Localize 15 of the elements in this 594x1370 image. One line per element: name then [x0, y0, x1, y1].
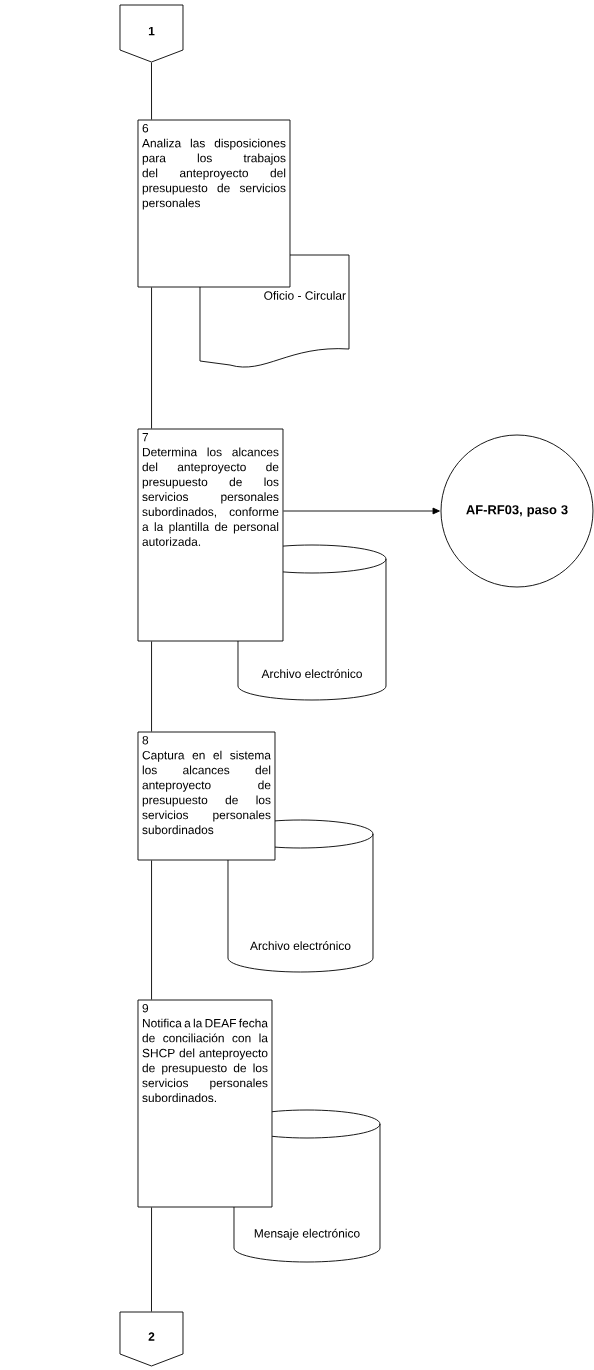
connector-line — [151, 287, 152, 429]
process-box: 9 Notifica a la DEAF fecha de conciliación con la SHCP del anteproyecto de presupuesto de los servicios personales subordinados. — [137, 999, 273, 1208]
connector-line — [151, 62, 152, 120]
offpage-connector: 1 — [119, 4, 184, 63]
storage-cylinder: Archivo electrónico — [227, 819, 374, 973]
storage-cylinder: Archivo electrónico — [237, 544, 387, 701]
storage-cylinder: Mensaje electrónico — [233, 1109, 381, 1263]
process-box: 7 Determina los alcances del anteproyecto de presupuesto de los servicios personales subordinados, conforme a la plantilla de personal autorizada. — [137, 428, 284, 642]
process-box: 6 Analiza las disposiciones para los trabajos del anteproyecto del presupuesto de servicios personales — [137, 119, 291, 288]
connector-line — [151, 1207, 152, 1312]
offpage-connector: 2 — [119, 1311, 184, 1367]
arrow — [283, 507, 440, 515]
connector-line — [151, 860, 152, 1000]
process-box: 8 Captura en el sistema los alcances del anteproyecto de presupuesto de los servicios personales subordinados — [137, 731, 276, 861]
connector-line — [151, 641, 152, 732]
